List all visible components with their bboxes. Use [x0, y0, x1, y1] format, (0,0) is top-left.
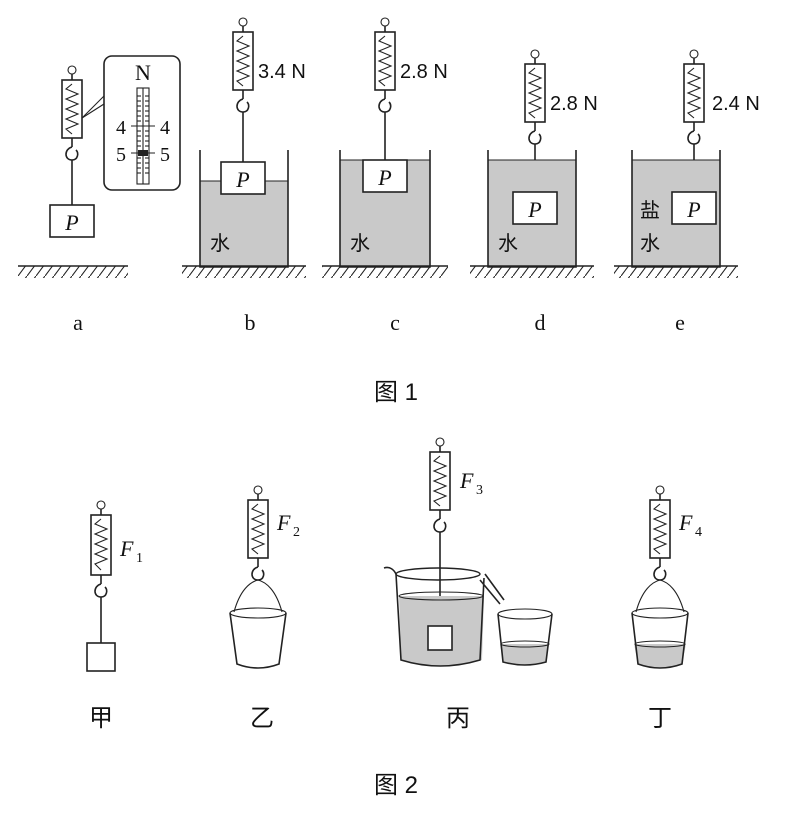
panel-a: P N: [18, 55, 181, 335]
overflow-beaker-bing: [383, 566, 505, 667]
svg-text:F: F: [276, 510, 291, 535]
figure-2: F 1 甲 F 2: [86, 437, 702, 799]
collected-water-ding: [634, 644, 686, 668]
filled-bucket-ding: [631, 607, 689, 669]
ground-e: [614, 265, 738, 278]
object-block-bing: [427, 625, 453, 651]
panel-bing: F 3 丙: [383, 437, 553, 732]
dial-tick-5-left: 5: [116, 144, 126, 166]
figure-1-caption: 图 1: [374, 379, 418, 406]
dial-unit-label: N: [135, 60, 151, 85]
liquid-label-b: 水: [210, 232, 230, 255]
panel-d: 2.8 N P 水 d: [470, 49, 598, 335]
force-label-f1: F 1: [119, 536, 143, 566]
block-p-label: P: [527, 197, 541, 222]
spring-scale-a: [61, 65, 83, 161]
panel-label-a: a: [73, 310, 83, 335]
dial-tick-4-left: 4: [116, 117, 126, 139]
panel-label-c: c: [390, 310, 400, 335]
ground-b: [182, 265, 306, 278]
ground-c: [322, 265, 448, 278]
panel-jia: F 1 甲: [86, 500, 143, 732]
scale-dial-magnified: N: [81, 55, 181, 191]
panel-yi: F 2 乙: [229, 485, 300, 732]
panel-e: 2.4 N P 盐 水 e: [614, 49, 760, 335]
svg-text:3: 3: [476, 483, 483, 498]
water-b: [200, 181, 288, 267]
figure-2-caption: 图 2: [374, 772, 418, 799]
catch-bucket-bing: [497, 608, 553, 666]
spring-scale-d: [524, 49, 546, 145]
empty-bucket-yi: [229, 607, 287, 669]
liquid-label-c: 水: [350, 232, 370, 255]
scale-reading-b: 3.4 N: [258, 61, 306, 83]
ground-d: [470, 265, 594, 278]
dial-pointer: [138, 150, 148, 156]
ground-a: [18, 265, 128, 278]
block-p-label: P: [64, 210, 78, 235]
scale-reading-e: 2.4 N: [712, 93, 760, 115]
block-p-label: P: [377, 165, 391, 190]
block-p-label: P: [686, 197, 700, 222]
svg-text:F: F: [119, 536, 134, 561]
collected-water-bing: [500, 644, 549, 665]
svg-text:4: 4: [695, 525, 702, 540]
object-block-jia: [86, 642, 116, 672]
figure-1: P N: [18, 17, 760, 406]
force-label-f3: F 3: [459, 468, 483, 498]
panel-label-yi: 乙: [250, 705, 274, 732]
block-p-b: [220, 161, 266, 195]
panel-label-d: d: [535, 310, 546, 335]
svg-text:F: F: [459, 468, 474, 493]
svg-text:2: 2: [293, 525, 300, 540]
bucket-handle-yi: [233, 579, 283, 613]
spring-scale-yi: [247, 485, 269, 581]
panel-label-ding: 丁: [648, 705, 672, 732]
spring-scale-ding: [649, 485, 671, 581]
force-label-f4: F 4: [678, 510, 702, 540]
block-p-d: [512, 191, 558, 225]
liquid-label-e-top: 盐: [640, 199, 660, 222]
block-p-c: [362, 159, 408, 193]
spring-scale-c: [374, 17, 396, 113]
block-p-label: P: [235, 167, 249, 192]
liquid-label-e-bottom: 水: [640, 232, 660, 255]
scale-reading-c: 2.8 N: [400, 61, 448, 83]
block-p-a: [49, 204, 95, 238]
panel-label-bing: 丙: [446, 705, 470, 732]
spring-scale-b: [232, 17, 254, 113]
spring-scale-jia: [90, 500, 112, 598]
scale-reading-d: 2.8 N: [550, 93, 598, 115]
liquid-label-d: 水: [498, 232, 518, 255]
panel-b: 3.4 N P 水 b: [182, 17, 306, 335]
spring-scale-bing: [429, 437, 451, 533]
dial-tick-5-right: 5: [160, 144, 170, 166]
spring-scale-e: [683, 49, 705, 145]
panel-label-e: e: [675, 310, 685, 335]
bucket-handle-ding: [635, 579, 685, 613]
panel-label-jia: 甲: [89, 705, 113, 732]
block-p-e: [671, 191, 717, 225]
dial-tick-4-right: 4: [160, 117, 170, 139]
force-label-f2: F 2: [276, 510, 300, 540]
panel-label-b: b: [245, 310, 256, 335]
panel-ding: F 4 丁: [631, 485, 702, 732]
panel-c: 2.8 N P 水 c: [322, 17, 448, 335]
svg-text:1: 1: [136, 551, 143, 566]
svg-text:F: F: [678, 510, 693, 535]
